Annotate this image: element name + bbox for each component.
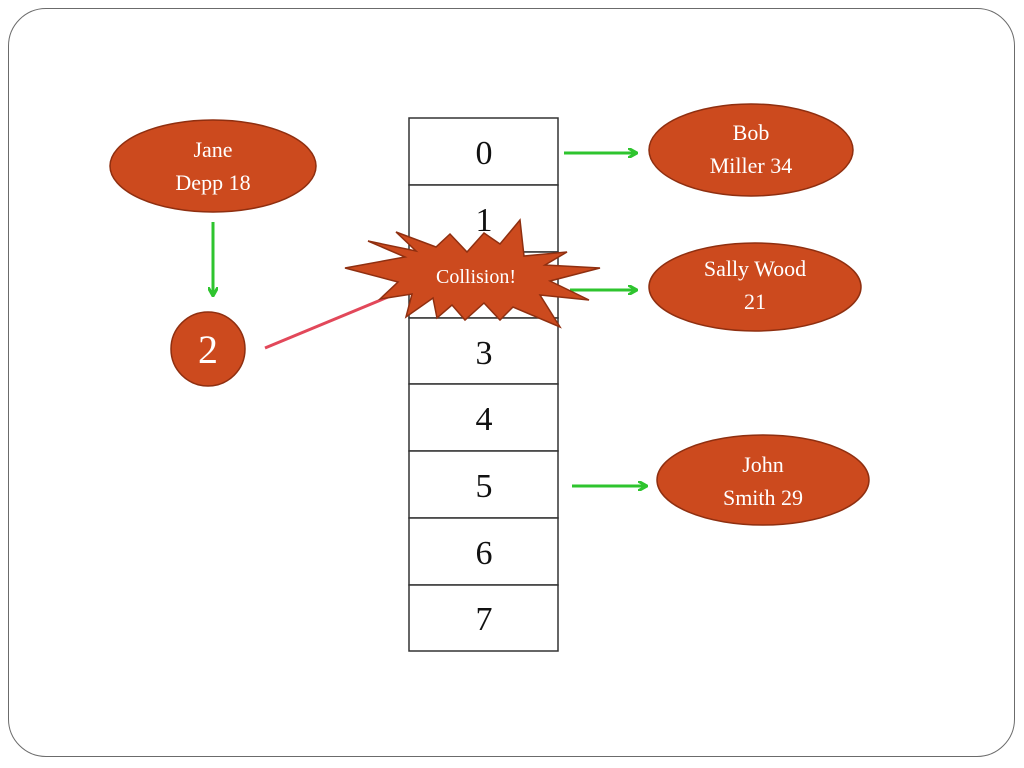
table-slot-4: 4	[408, 383, 559, 452]
hash-table: 0 1 2 3 4 5 6 7	[408, 117, 559, 652]
slot-index-3: 3	[476, 335, 493, 372]
table-slot-6: 6	[408, 517, 559, 586]
record-node-bob-miller: Bob Miller 34	[648, 103, 854, 197]
record-node-john-smith: John Smith 29	[656, 434, 870, 526]
table-slot-0: 0	[408, 117, 559, 186]
slot-index-6: 6	[476, 535, 493, 572]
record-john-line2: Smith 29	[723, 485, 803, 510]
slot-index-1: 1	[476, 202, 493, 239]
table-slot-1: 1	[408, 184, 559, 253]
record-sally-line2: 21	[744, 289, 766, 314]
table-slot-3: 3	[408, 317, 559, 385]
slot-index-7: 7	[476, 601, 493, 638]
slot-index-5: 5	[476, 468, 493, 505]
slot-index-0: 0	[476, 135, 493, 172]
starburst-icon	[344, 218, 601, 329]
input-record-line2: Depp 18	[175, 170, 250, 195]
collision-pointer-line	[264, 290, 401, 350]
record-node-sally-wood: Sally Wood 21	[648, 242, 862, 332]
input-record-node: Jane Depp 18	[109, 119, 317, 213]
record-bob-line1: Bob	[733, 120, 770, 145]
table-slot-7: 7	[408, 584, 559, 652]
record-sally-line1: Sally Wood	[704, 256, 806, 281]
input-record-line1: Jane	[193, 137, 232, 162]
collision-starburst: Collision!	[344, 218, 601, 329]
slot-index-4: 4	[476, 401, 493, 438]
record-bob-line2: Miller 34	[710, 153, 793, 178]
collision-label: Collision!	[436, 266, 516, 288]
record-john-line1: John	[742, 452, 784, 477]
hash-result-node: 2	[170, 311, 246, 387]
hash-result-value: 2	[198, 327, 218, 372]
table-slot-5: 5	[408, 450, 559, 519]
